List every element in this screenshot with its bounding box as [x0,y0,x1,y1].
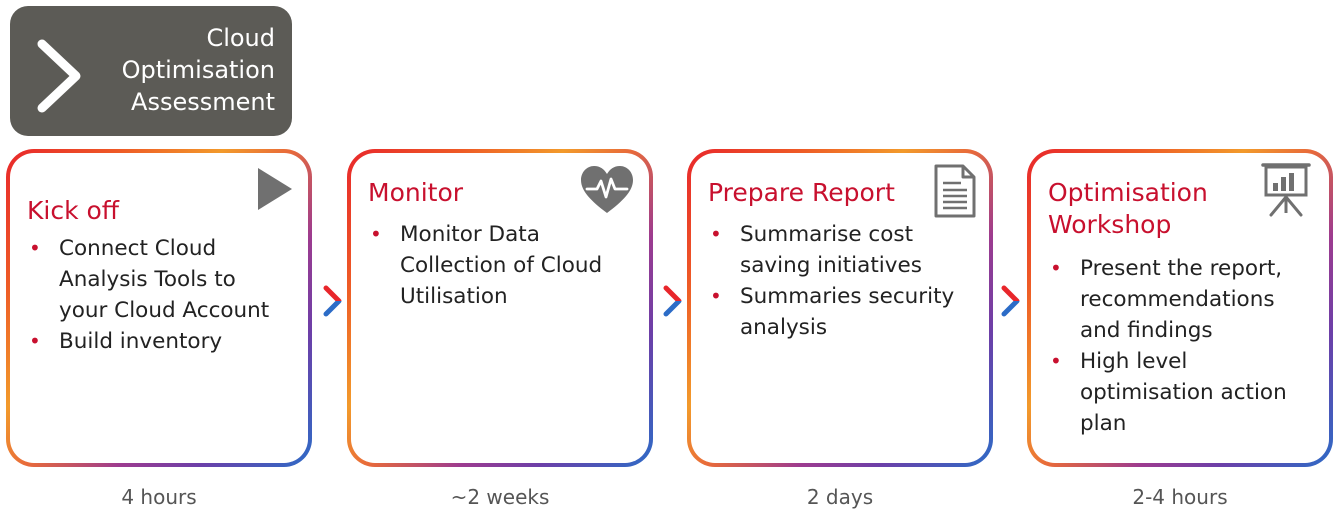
process-title-line: Cloud [206,24,275,52]
stage-title: Optimisation Workshop [1048,177,1208,241]
stage-title-line: Kick off [27,196,120,225]
stage-card-prepare-report: Prepare Report • Summarise cost saving i… [687,149,993,467]
bullet-item: • Present the report, recommendations an… [1048,253,1321,346]
bullet-line: Build inventory [59,329,223,354]
chevron-connector-icon [1001,285,1020,317]
bullet-line: analysis [740,315,828,340]
bullet-line: Summarise cost [740,222,914,247]
bullet-dot: • [370,222,382,246]
bullet-line: Summaries security [740,284,955,309]
bullet-line: High level [1080,349,1188,374]
bullet-item: • Summaries security analysis [708,281,981,343]
bullet-line: optimisation action [1080,380,1287,405]
bullet-line: and findings [1080,318,1213,343]
stage-bullet-list: • Present the report, recommendations an… [1048,253,1321,439]
bullet-dot: • [710,284,722,308]
bullet-line: recommendations [1080,287,1275,312]
stage-duration: ~2 weeks [450,485,550,509]
stage-duration: 4 hours [121,485,197,509]
process-title-line: Optimisation [121,56,275,84]
stage-title: Monitor [368,177,463,209]
chevron-connector-icon [663,285,682,317]
bullet-line: Connect Cloud [59,236,217,261]
bullet-item: • Monitor Data Collection of Cloud Utili… [368,219,641,312]
play-icon [258,168,292,210]
bullet-item: • Summarise cost saving initiatives [708,219,981,281]
process-title-line: Assessment [131,88,275,116]
stage-card-kick-off: Kick off • Connect Cloud Analysis Tools … [6,149,312,467]
bullet-dot: • [29,236,41,260]
stage-bullet-list: • Summarise cost saving initiatives • Su… [708,219,981,343]
bullet-line: saving initiatives [740,253,922,278]
bullet-dot: • [710,222,722,246]
bullet-line: Utilisation [400,284,508,309]
document-icon [934,164,976,218]
stage-card-optimisation-workshop: Optimisation Workshop • Present the repo… [1027,149,1333,467]
stage-title-line: Monitor [368,178,464,207]
bullet-line: your Cloud Account [59,298,270,323]
stage-duration: 2 days [806,485,874,509]
presentation-board-icon [1261,163,1311,217]
bullet-item: • Build inventory [27,326,300,357]
process-title: Cloud Optimisation Assessment [122,22,275,118]
bullet-line: Present the report, [1080,256,1283,281]
bullet-line: plan [1080,411,1127,436]
chevron-connector-icon [323,285,342,317]
stage-title-line: Workshop [1048,210,1172,239]
bullet-line: Collection of Cloud [400,253,603,278]
stage-bullet-list: • Monitor Data Collection of Cloud Utili… [368,219,641,312]
bullet-dot: • [29,329,41,353]
stage-bullet-list: • Connect Cloud Analysis Tools to your C… [27,233,300,357]
process-header-tile: Cloud Optimisation Assessment [10,6,292,136]
bullet-dot: • [1050,256,1062,280]
bullet-line: Analysis Tools to [59,267,236,292]
stage-duration: 2-4 hours [1132,485,1228,509]
stage-title-line: Prepare Report [708,178,895,207]
bullet-line: Monitor Data [400,222,540,247]
bullet-dot: • [1050,349,1062,373]
stage-title: Kick off [27,195,119,227]
heart-pulse-icon [581,166,633,213]
stage-card-monitor: Monitor • Monitor Data Collection of Clo… [347,149,653,467]
chevron-right-icon [37,39,81,113]
bullet-item: • Connect Cloud Analysis Tools to your C… [27,233,300,326]
stage-title: Prepare Report [708,177,895,209]
bullet-item: • High level optimisation action plan [1048,346,1321,439]
stage-title-line: Optimisation [1048,178,1208,207]
